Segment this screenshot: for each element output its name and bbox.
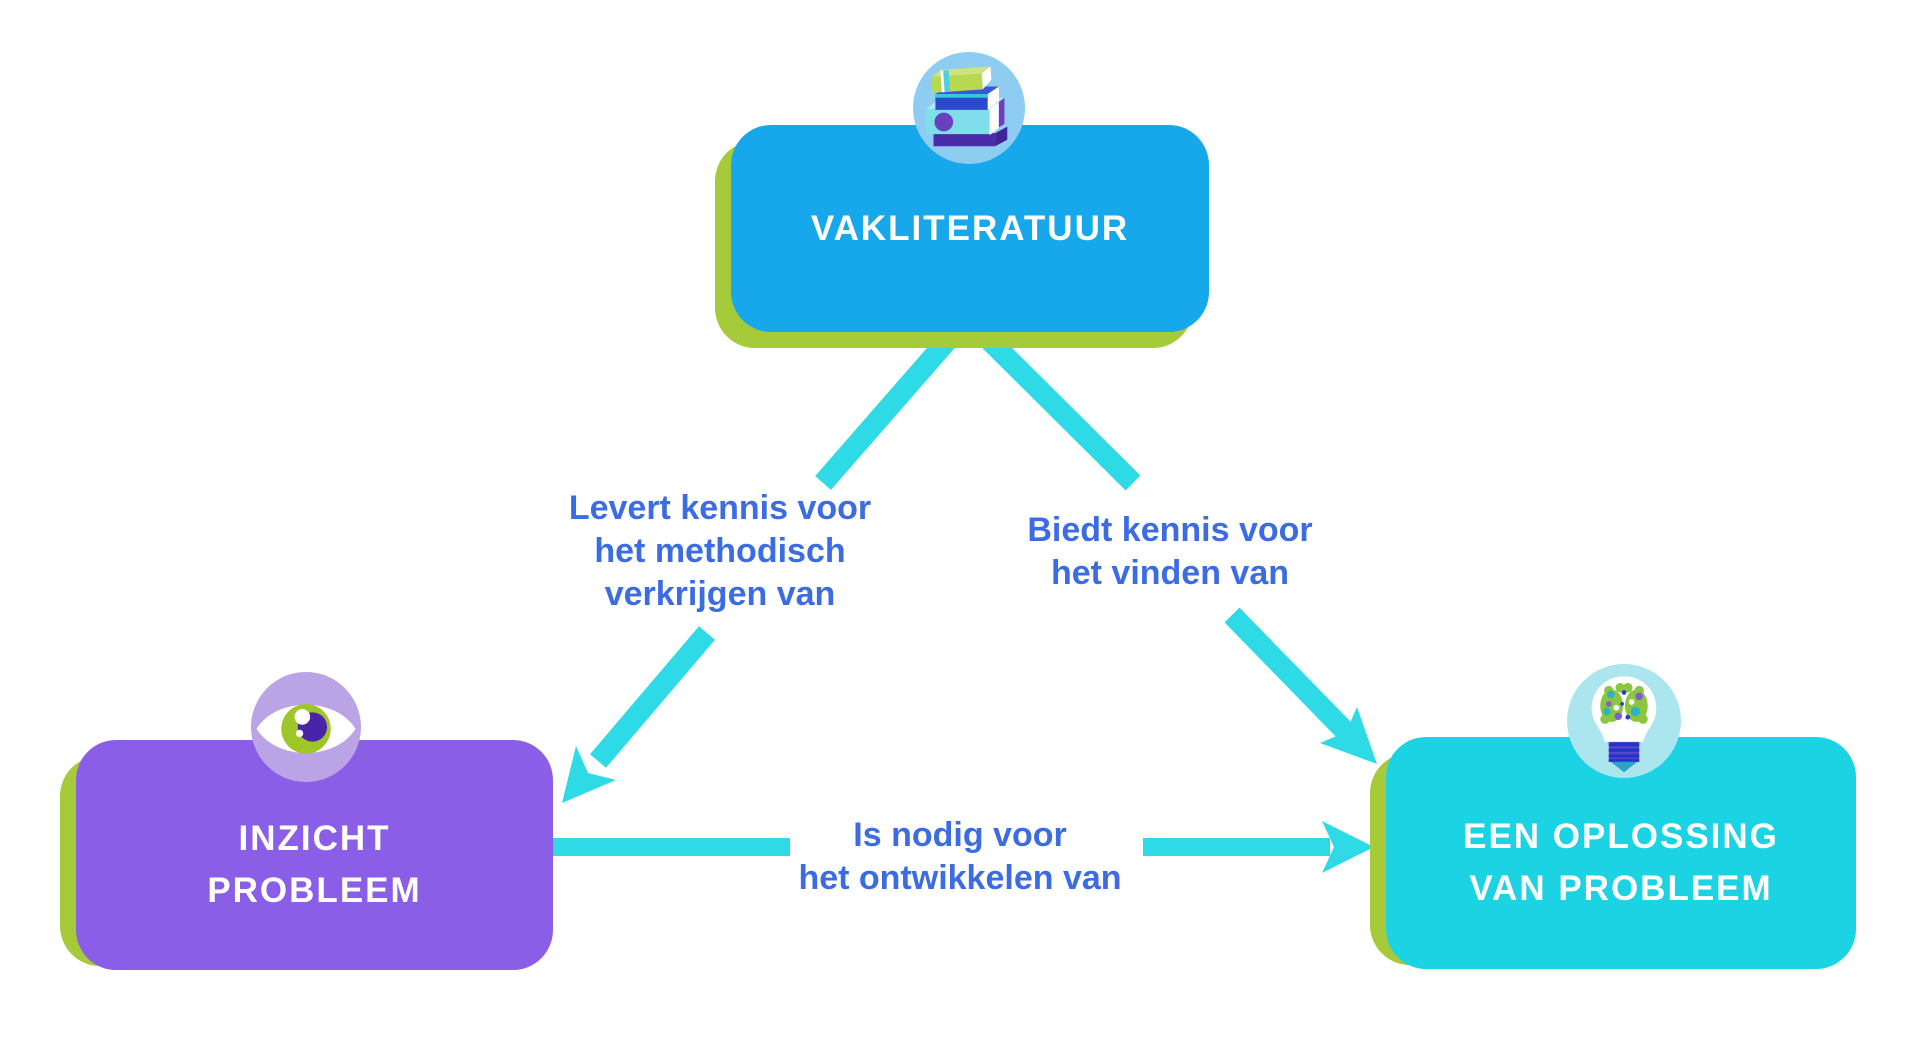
eye-icon [251,672,361,782]
edge-label-vakliteratuur-to-inzicht: Levert kennis voor het methodisch verkri… [510,487,930,616]
edge-label-line: het vinden van [1050,554,1290,592]
node-oplossing-probleem: EEN OPLOSSING VAN PROBLEEM [1370,737,1856,969]
arrow-inzicht-to-oplossing [548,821,1374,873]
books-icon-art [926,66,1008,147]
edge-label-line: het methodisch [594,532,846,570]
node-face: EEN OPLOSSING VAN PROBLEEM [1386,737,1856,969]
brain-bulb-icon-art [1591,676,1657,773]
edge-label-line: Is nodig voor [853,816,1067,854]
edge-label-vakliteratuur-to-oplossing: Biedt kennis voor het vinden van [960,509,1380,595]
brain-bulb-icon [1567,664,1681,778]
node-title-line: PROBLEEM [207,871,422,910]
node-title-line: EEN OPLOSSING [1463,817,1779,856]
node-title-line: VAN PROBLEEM [1469,869,1773,908]
edge-label-line: Biedt kennis voor [1027,511,1313,549]
edge-label-line: Levert kennis voor [568,489,872,527]
books-icon [913,52,1025,164]
edge-label-line: verkrijgen van [604,575,836,613]
eye-icon-art [256,704,356,754]
node-title-line: INZICHT [238,819,391,858]
edge-label-line: het ontwikkelen van [798,859,1122,897]
edge-label-inzicht-to-oplossing: Is nodig voor het ontwikkelen van [750,814,1170,900]
node-title: VAKLITERATUUR [810,208,1130,248]
